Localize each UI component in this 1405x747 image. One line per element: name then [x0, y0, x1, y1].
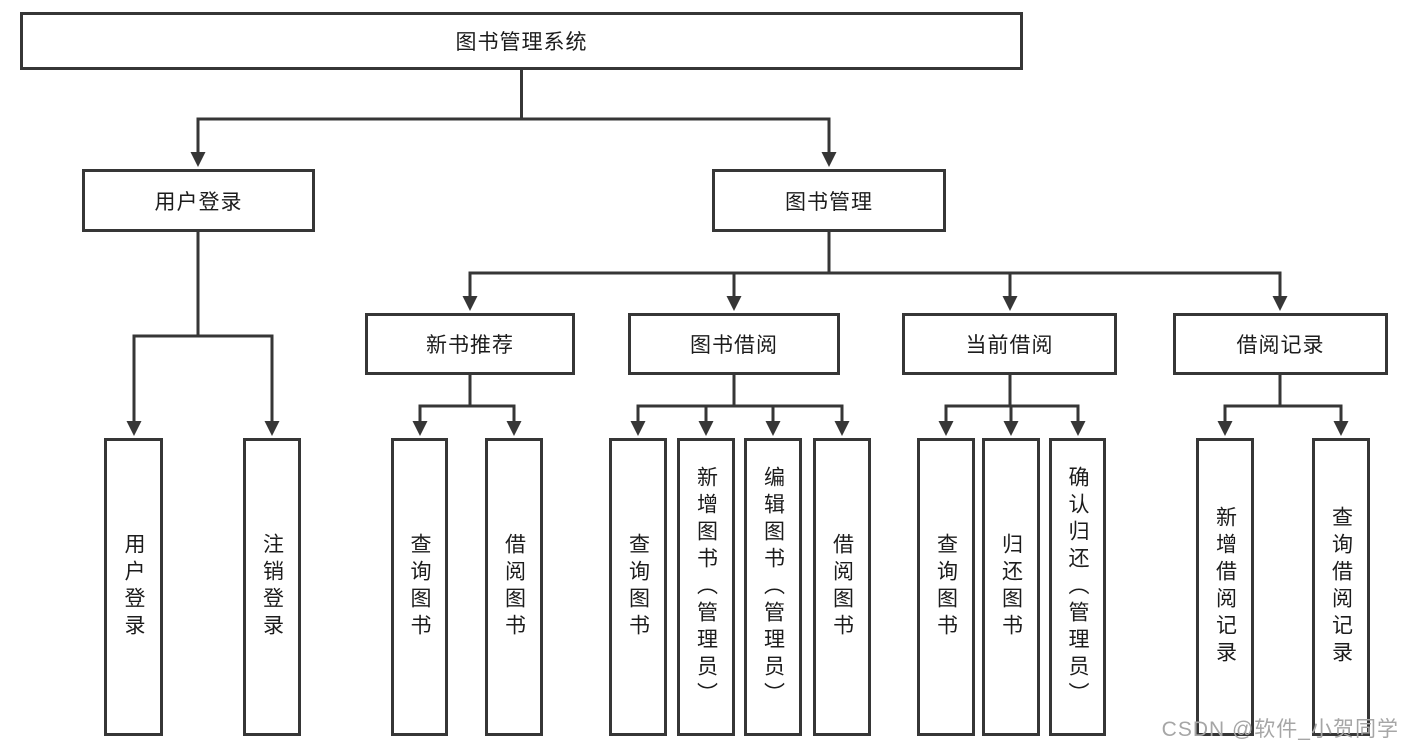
leaf-br-add-record: 新增借阅记录 — [1196, 438, 1254, 736]
edge-root-trunk — [196, 70, 831, 121]
leaf-bb-borrow-book: 借阅图书 — [813, 438, 871, 736]
leaf-bb-edit-book-label: 编辑图书（管理员） — [761, 465, 785, 709]
node-borrow-records-label: 借阅记录 — [1236, 334, 1325, 357]
leaf-bb-edit-book: 编辑图书（管理员） — [744, 438, 802, 736]
node-library-system-label: 图书管理系统 — [455, 31, 588, 54]
node-book-borrow: 图书借阅 — [628, 313, 840, 375]
node-library-system: 图书管理系统 — [20, 12, 1023, 70]
node-current-borrow: 当前借阅 — [902, 313, 1117, 375]
node-new-book-recommend-label: 新书推荐 — [426, 334, 514, 357]
leaf-br-query-record: 查询借阅记录 — [1312, 438, 1370, 736]
leaf-br-add-record-label: 新增借阅记录 — [1213, 506, 1237, 668]
leaf-br-query-record-label: 查询借阅记录 — [1329, 506, 1353, 668]
node-current-borrow-label: 当前借阅 — [965, 334, 1054, 357]
leaf-cb-query-book-label: 查询图书 — [934, 533, 958, 641]
edge-new-book-recommend-trunk — [418, 375, 516, 408]
leaf-bb-add-book-label: 新增图书（管理员） — [694, 465, 718, 709]
leaf-user-login-label: 用户登录 — [122, 533, 145, 641]
leaf-rec-query-book: 查询图书 — [391, 438, 448, 736]
node-user-login-label: 用户登录 — [154, 190, 243, 214]
leaf-logout-label: 注销登录 — [260, 533, 284, 641]
edge-borrow-records-trunk — [1223, 375, 1343, 408]
edge-book-borrow-trunk — [636, 375, 844, 408]
node-book-borrow-label: 图书借阅 — [690, 334, 778, 357]
leaf-bb-query-book-label: 查询图书 — [626, 533, 650, 641]
leaf-rec-borrow-book-label: 借阅图书 — [502, 533, 526, 641]
leaf-bb-add-book: 新增图书（管理员） — [677, 438, 735, 736]
node-borrow-records: 借阅记录 — [1173, 313, 1388, 375]
leaf-bb-borrow-book-label: 借阅图书 — [830, 533, 854, 641]
edge-current-borrow-trunk — [944, 375, 1080, 408]
node-book-management: 图书管理 — [712, 169, 946, 232]
leaf-cb-return-book: 归还图书 — [982, 438, 1040, 736]
leaf-logout: 注销登录 — [243, 438, 301, 736]
node-new-book-recommend: 新书推荐 — [365, 313, 575, 375]
leaf-cb-confirm-return-label: 确认归还（管理员） — [1066, 465, 1089, 709]
leaf-bb-query-book: 查询图书 — [609, 438, 667, 736]
leaf-rec-borrow-book: 借阅图书 — [485, 438, 543, 736]
node-book-management-label: 图书管理 — [785, 190, 873, 214]
leaf-cb-confirm-return: 确认归还（管理员） — [1049, 438, 1106, 736]
leaf-rec-query-book-label: 查询图书 — [408, 533, 431, 641]
leaf-user-login: 用户登录 — [104, 438, 163, 736]
csdn-watermark: CSDN @软件_小贺同学 — [1161, 718, 1399, 741]
leaf-cb-query-book: 查询图书 — [917, 438, 975, 736]
edge-user-login-trunk — [132, 232, 274, 338]
leaf-cb-return-book-label: 归还图书 — [999, 533, 1023, 641]
node-user-login: 用户登录 — [82, 169, 315, 232]
edge-book-management-trunk — [468, 232, 1282, 275]
